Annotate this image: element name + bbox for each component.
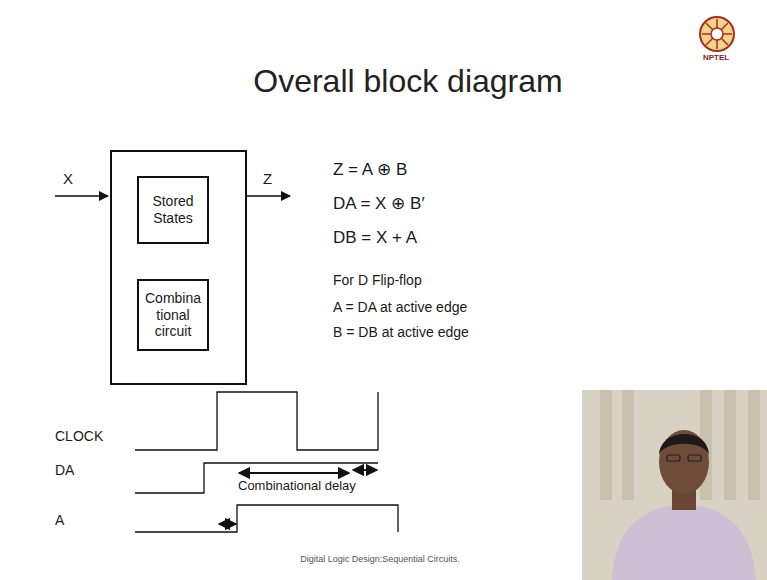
timing-annotation: Combinational delay — [238, 478, 356, 494]
video-background — [582, 390, 767, 580]
logo-text: NPTEL — [703, 53, 729, 63]
logo-spokes — [702, 19, 732, 49]
setup-arrow — [353, 469, 377, 471]
output-wire — [247, 195, 290, 197]
signal-name: Z — [263, 170, 272, 188]
logic-box: Combina tional circuit — [137, 279, 209, 351]
presenter-glasses — [688, 455, 701, 461]
presenter-shirt — [612, 506, 756, 580]
da-waveform — [135, 463, 378, 493]
signal-name: X — [63, 170, 73, 188]
logo-spoke — [706, 38, 713, 45]
presenter-hair — [659, 434, 709, 455]
blind-stripe — [622, 390, 634, 500]
logo-spoke — [716, 40, 718, 49]
system-box: Stored StatesCombina tional circuit — [110, 150, 247, 385]
logo-spoke — [702, 33, 711, 35]
blind-stripe — [748, 390, 760, 500]
logo-spoke — [723, 33, 732, 35]
slide-title: Overall block diagram — [158, 62, 658, 100]
equation: DB = X + A — [333, 228, 417, 248]
note: B = DB at active edge — [333, 324, 469, 341]
presenter-video — [582, 390, 767, 580]
slide-footer: Digital Logic Design:Sequential Circuits… — [230, 554, 530, 565]
equation: DA = X ⊕ B′ — [333, 194, 425, 214]
note: A = DA at active edge — [333, 299, 467, 316]
delay-arrow — [239, 472, 349, 474]
note: For D Flip-flop — [333, 272, 422, 289]
signal-name: DA — [55, 462, 74, 479]
blind-stripe — [724, 390, 736, 500]
logo-ring — [700, 17, 734, 51]
presenter-glasses — [667, 455, 680, 461]
input-wire — [55, 195, 108, 197]
a-waveform — [135, 505, 398, 532]
clock-waveform — [135, 392, 378, 450]
logo-spoke — [721, 38, 728, 45]
equation: Z = A ⊕ B — [333, 160, 407, 180]
signal-name: CLOCK — [55, 428, 103, 445]
signal-name: A — [55, 512, 64, 529]
logo-spoke — [716, 19, 718, 28]
presenter-head — [659, 430, 709, 494]
blind-stripe — [600, 390, 612, 500]
box-text: Stored States — [143, 193, 203, 227]
box-text: Combina tional circuit — [143, 290, 203, 340]
clock-to-q-arrow — [219, 523, 236, 525]
logo-spoke — [706, 23, 713, 30]
logo-spoke — [721, 23, 728, 30]
state-box: Stored States — [137, 176, 209, 244]
nptel-logo — [700, 17, 734, 51]
